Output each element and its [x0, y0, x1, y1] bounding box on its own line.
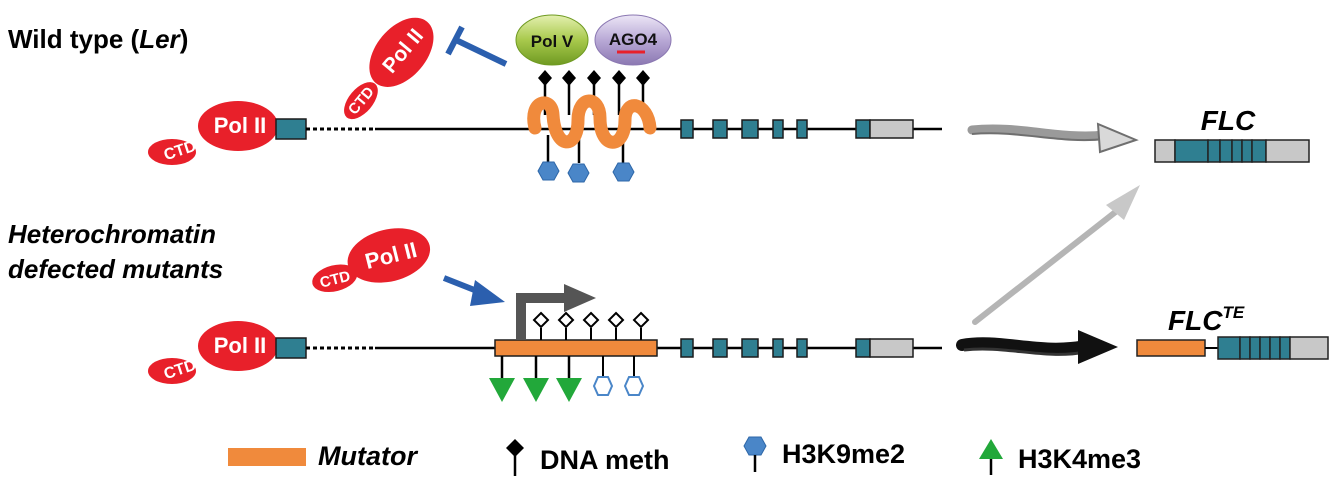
exon-bottom [741, 338, 759, 358]
dna-meth-icon [506, 439, 524, 457]
legend-dna-meth-label: DNA meth [540, 445, 670, 475]
exon-top [855, 119, 871, 139]
unmethylated-dna-marks [532, 311, 650, 340]
ago4-label: AGO4 [609, 30, 658, 49]
ago4-complex: AGO4 [594, 14, 672, 66]
inhibition-bar [445, 25, 508, 67]
legend-dna-meth: DNA meth [506, 439, 670, 476]
exon-top [712, 119, 728, 139]
pol-ii-label: Pol II [214, 113, 267, 138]
exon-top [772, 119, 784, 139]
h3k9me2-absent-marks [592, 356, 645, 396]
pol-ii-recruited: CTD Pol II [312, 228, 431, 293]
exon-top [680, 119, 694, 139]
pol-v-label: Pol V [531, 32, 574, 51]
faint-arrow-up [972, 185, 1140, 325]
recruitment-arrow [442, 275, 505, 306]
legend-mutator: Mutator [228, 441, 418, 471]
exon-bottom [796, 338, 808, 358]
legend-mutator-label: Mutator [318, 441, 418, 471]
bold-arrow-bottom [956, 330, 1118, 364]
mutant-label-line1: Heterochromatin [8, 219, 216, 249]
legend: Mutator DNA meth H3K9me2 H3K4me3 [228, 436, 1141, 476]
exon-bottom [772, 338, 784, 358]
exon-1-top [275, 118, 307, 140]
mutant-label-line2: defected mutants [8, 254, 223, 284]
flc-transcript: FLC [1154, 105, 1310, 163]
ctd-label: CTD [318, 268, 352, 292]
h3k9me2-marks-top [537, 135, 635, 183]
flc-label: FLC [1201, 105, 1256, 136]
pol-ii-blocked: CTD Pol II [344, 17, 434, 120]
pol-ii-label: Pol II [214, 333, 267, 358]
coiled-transposon [527, 94, 657, 149]
pol-ii-promoter-top: CTD Pol II [148, 101, 278, 165]
exon-top [796, 119, 808, 139]
flc-te-transcript: FLCTE [1136, 303, 1329, 360]
sketch-arrow-top [967, 122, 1139, 154]
legend-h3k9me2: H3K9me2 [743, 436, 905, 472]
wild-type-locus: CTD Pol II [148, 14, 942, 183]
exon-bottom [712, 338, 728, 358]
mutant-locus: CTD Pol II [148, 228, 942, 402]
exon-top [741, 119, 759, 139]
pol-v-complex: Pol V [515, 14, 589, 66]
legend-h3k9me2-label: H3K9me2 [782, 439, 905, 469]
exon-bottom [855, 338, 871, 358]
h3k4me3-icon [979, 439, 1003, 459]
utr-bottom [869, 338, 914, 358]
legend-h3k4me3: H3K4me3 [979, 439, 1141, 475]
legend-h3k4me3-label: H3K4me3 [1018, 444, 1141, 474]
wild-type-label: Wild type (Ler) [8, 24, 188, 54]
utr-top [869, 119, 914, 139]
h3k9me2-icon [743, 436, 767, 456]
exon-bottom [680, 338, 694, 358]
transcription-start-arrow [516, 284, 596, 339]
pol-ii-promoter-bottom: CTD Pol II [148, 321, 278, 384]
mutator-insertion [494, 339, 658, 357]
h3k4me3-marks [489, 356, 582, 402]
exon-1-bottom [275, 337, 307, 359]
flc-te-label: FLCTE [1168, 303, 1245, 336]
